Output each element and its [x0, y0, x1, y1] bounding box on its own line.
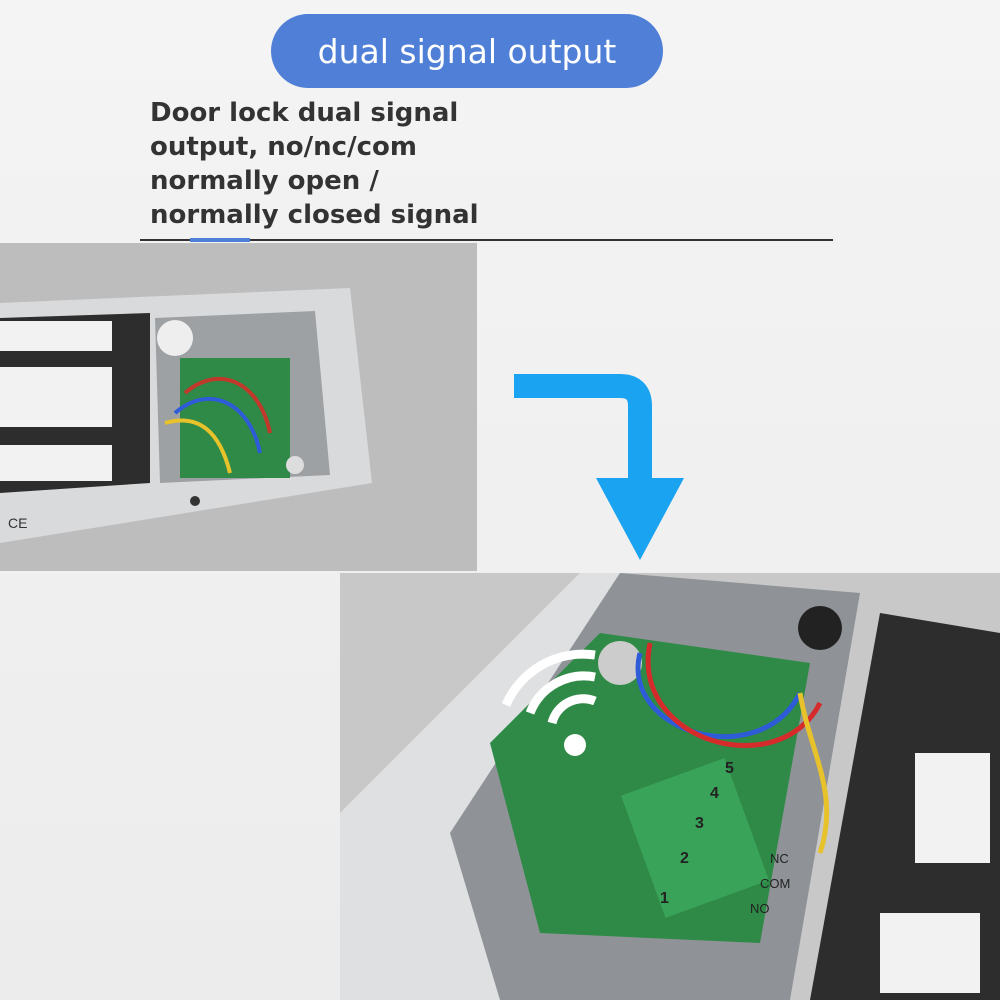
description-line: normally open / [150, 166, 379, 196]
title-pill: dual signal output [271, 14, 663, 88]
terminal-label: 5 [725, 760, 734, 777]
description-line: output, no/nc/com [150, 132, 417, 162]
terminal-label: 2 [680, 850, 689, 867]
divider [140, 239, 833, 241]
terminal-label: 1 [660, 890, 669, 907]
terminal-label: 3 [695, 815, 704, 832]
description: Door lock dual signal output, no/nc/com … [150, 96, 479, 232]
arrow-down-right-icon [514, 374, 684, 560]
divider-accent [190, 238, 250, 242]
side-label: NO [750, 901, 770, 916]
lock-photo-overview: CE [0, 243, 477, 571]
description-line: Door lock dual signal [150, 98, 459, 128]
description-line: normally closed signal [150, 200, 479, 230]
lock-photo-closeup: 1 2 3 4 5 NC COM NO [340, 573, 1000, 1000]
side-label: COM [760, 876, 790, 891]
side-label: NC [770, 851, 789, 866]
wireless-signal-icon [501, 649, 597, 756]
ce-mark: CE [8, 515, 27, 531]
terminal-label: 4 [710, 785, 719, 802]
